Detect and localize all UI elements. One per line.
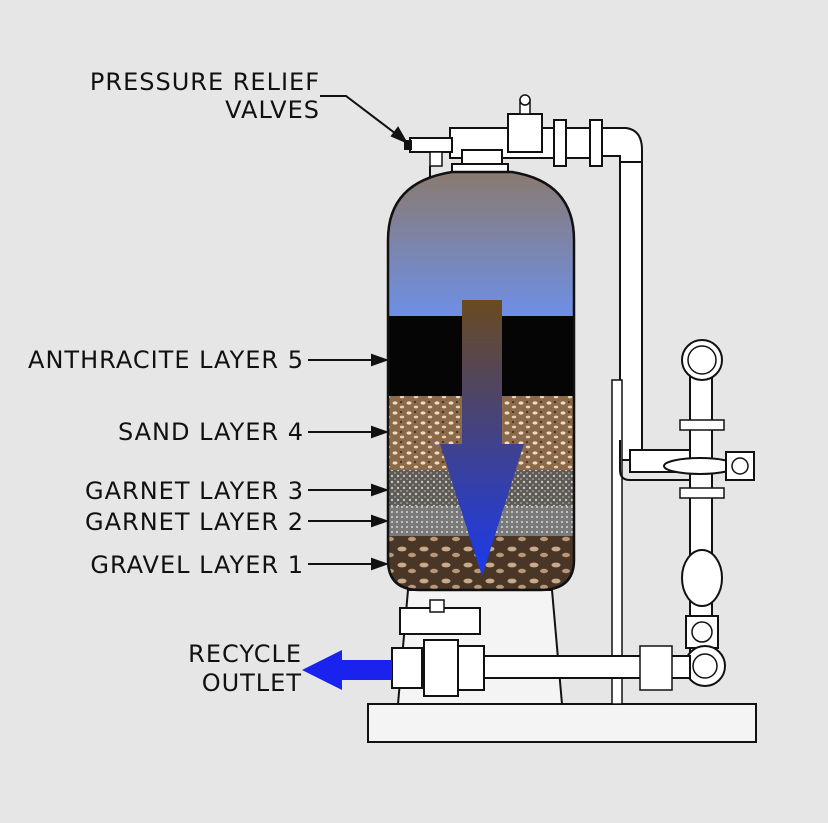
leader-lines [308, 95, 409, 571]
water-zone [388, 172, 574, 316]
sand-layer-label: SAND LAYER 4 [117, 418, 304, 446]
skid-base [367, 703, 757, 743]
recycle-label-1: RECYCLE [188, 640, 302, 668]
garnet-layer-3-label: GARNET LAYER 3 [85, 477, 304, 505]
tank-shell [386, 170, 576, 592]
pressure-relief-label-1: PRESSURE RELIEF [89, 68, 320, 96]
downflow-arrow [440, 300, 524, 576]
gravel-layer-label: GRAVEL LAYER 1 [90, 551, 304, 579]
butterfly-valve-lower [681, 549, 723, 607]
pressure-relief-valves [404, 137, 453, 186]
recycle-label-2: OUTLET [201, 669, 302, 697]
recycle-outlet-arrow [302, 650, 392, 690]
pressure-relief-label-2: VALVES [225, 96, 320, 124]
garnet-layer-2-label: GARNET LAYER 2 [85, 508, 304, 536]
anthracite-layer-label: ANTHRACITE LAYER 5 [28, 346, 304, 374]
vertical-pipe [619, 159, 643, 461]
support-post [611, 379, 623, 705]
